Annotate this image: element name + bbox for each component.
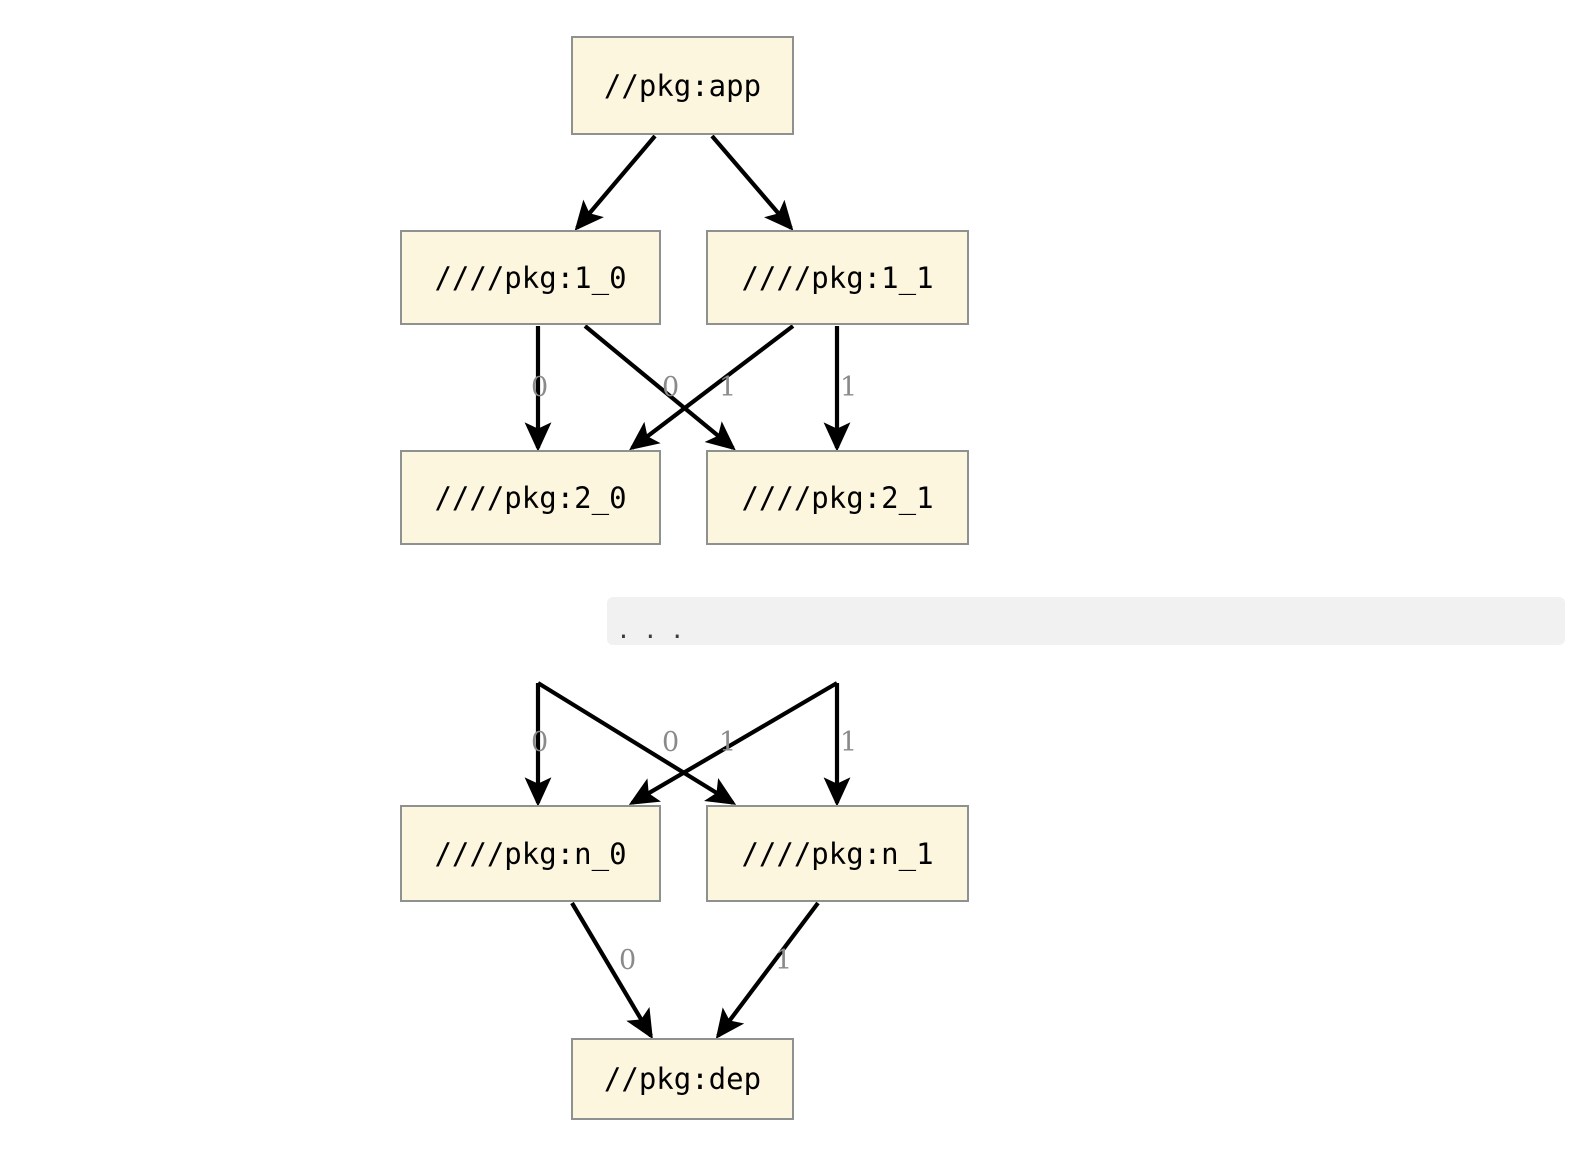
graph-node-label: ////pkg:2_0 (434, 480, 627, 515)
graph-edge-label: 0 (662, 727, 680, 758)
graph-node-label: ////pkg:1_0 (434, 260, 627, 295)
graph-edge-label: 0 (531, 372, 549, 403)
graph-node-nn_1[interactable]: ////pkg:n_1 (706, 805, 969, 902)
graph-node-label: //pkg:app (603, 68, 762, 103)
graph-node-n2_0[interactable]: ////pkg:2_0 (400, 450, 661, 545)
graph-node-n2_1[interactable]: ////pkg:2_1 (706, 450, 969, 545)
graph-edge-label: 1 (840, 727, 858, 758)
ellipsis-band: ... (607, 597, 1565, 645)
graph-node-label: ////pkg:n_1 (741, 836, 934, 871)
graph-edge-n1_1-to-n2_0 (629, 324, 795, 451)
graph-edge-nn_1-to-dep (715, 901, 820, 1039)
graph-node-n1_1[interactable]: ////pkg:1_1 (706, 230, 969, 325)
graph-edge-label: 1 (719, 372, 737, 403)
graph-edge-label: 1 (719, 727, 737, 758)
graph-edge-label: 0 (619, 945, 637, 976)
graph-node-label: ////pkg:1_1 (741, 260, 934, 295)
graph-edge-label: 0 (531, 727, 549, 758)
ellipsis-label: ... (619, 612, 700, 645)
graph-edge-label: 0 (662, 372, 680, 403)
graph-edge-app-to-n1_1 (710, 134, 794, 231)
graph-edge-app-to-n1_0 (574, 134, 657, 231)
graph-edge-label: 1 (840, 372, 858, 403)
graph-node-n1_0[interactable]: ////pkg:1_0 (400, 230, 661, 325)
graph-node-app[interactable]: //pkg:app (571, 36, 794, 135)
graph-edge-above-to-nn_1 (536, 681, 737, 805)
graph-node-label: ////pkg:2_1 (741, 480, 934, 515)
graph-edge-nn_0-to-dep (570, 901, 653, 1040)
graph-edge-n1_0-to-n2_1 (583, 324, 736, 451)
graph-edge-label: 1 (775, 945, 793, 976)
graph-node-label: ////pkg:n_0 (434, 836, 627, 871)
graph-node-nn_0[interactable]: ////pkg:n_0 (400, 805, 661, 902)
graph-node-label: //pkg:dep (603, 1062, 762, 1096)
graph-edge-above-to-nn_0b (628, 681, 839, 805)
graph-node-dep[interactable]: //pkg:dep (571, 1038, 794, 1120)
